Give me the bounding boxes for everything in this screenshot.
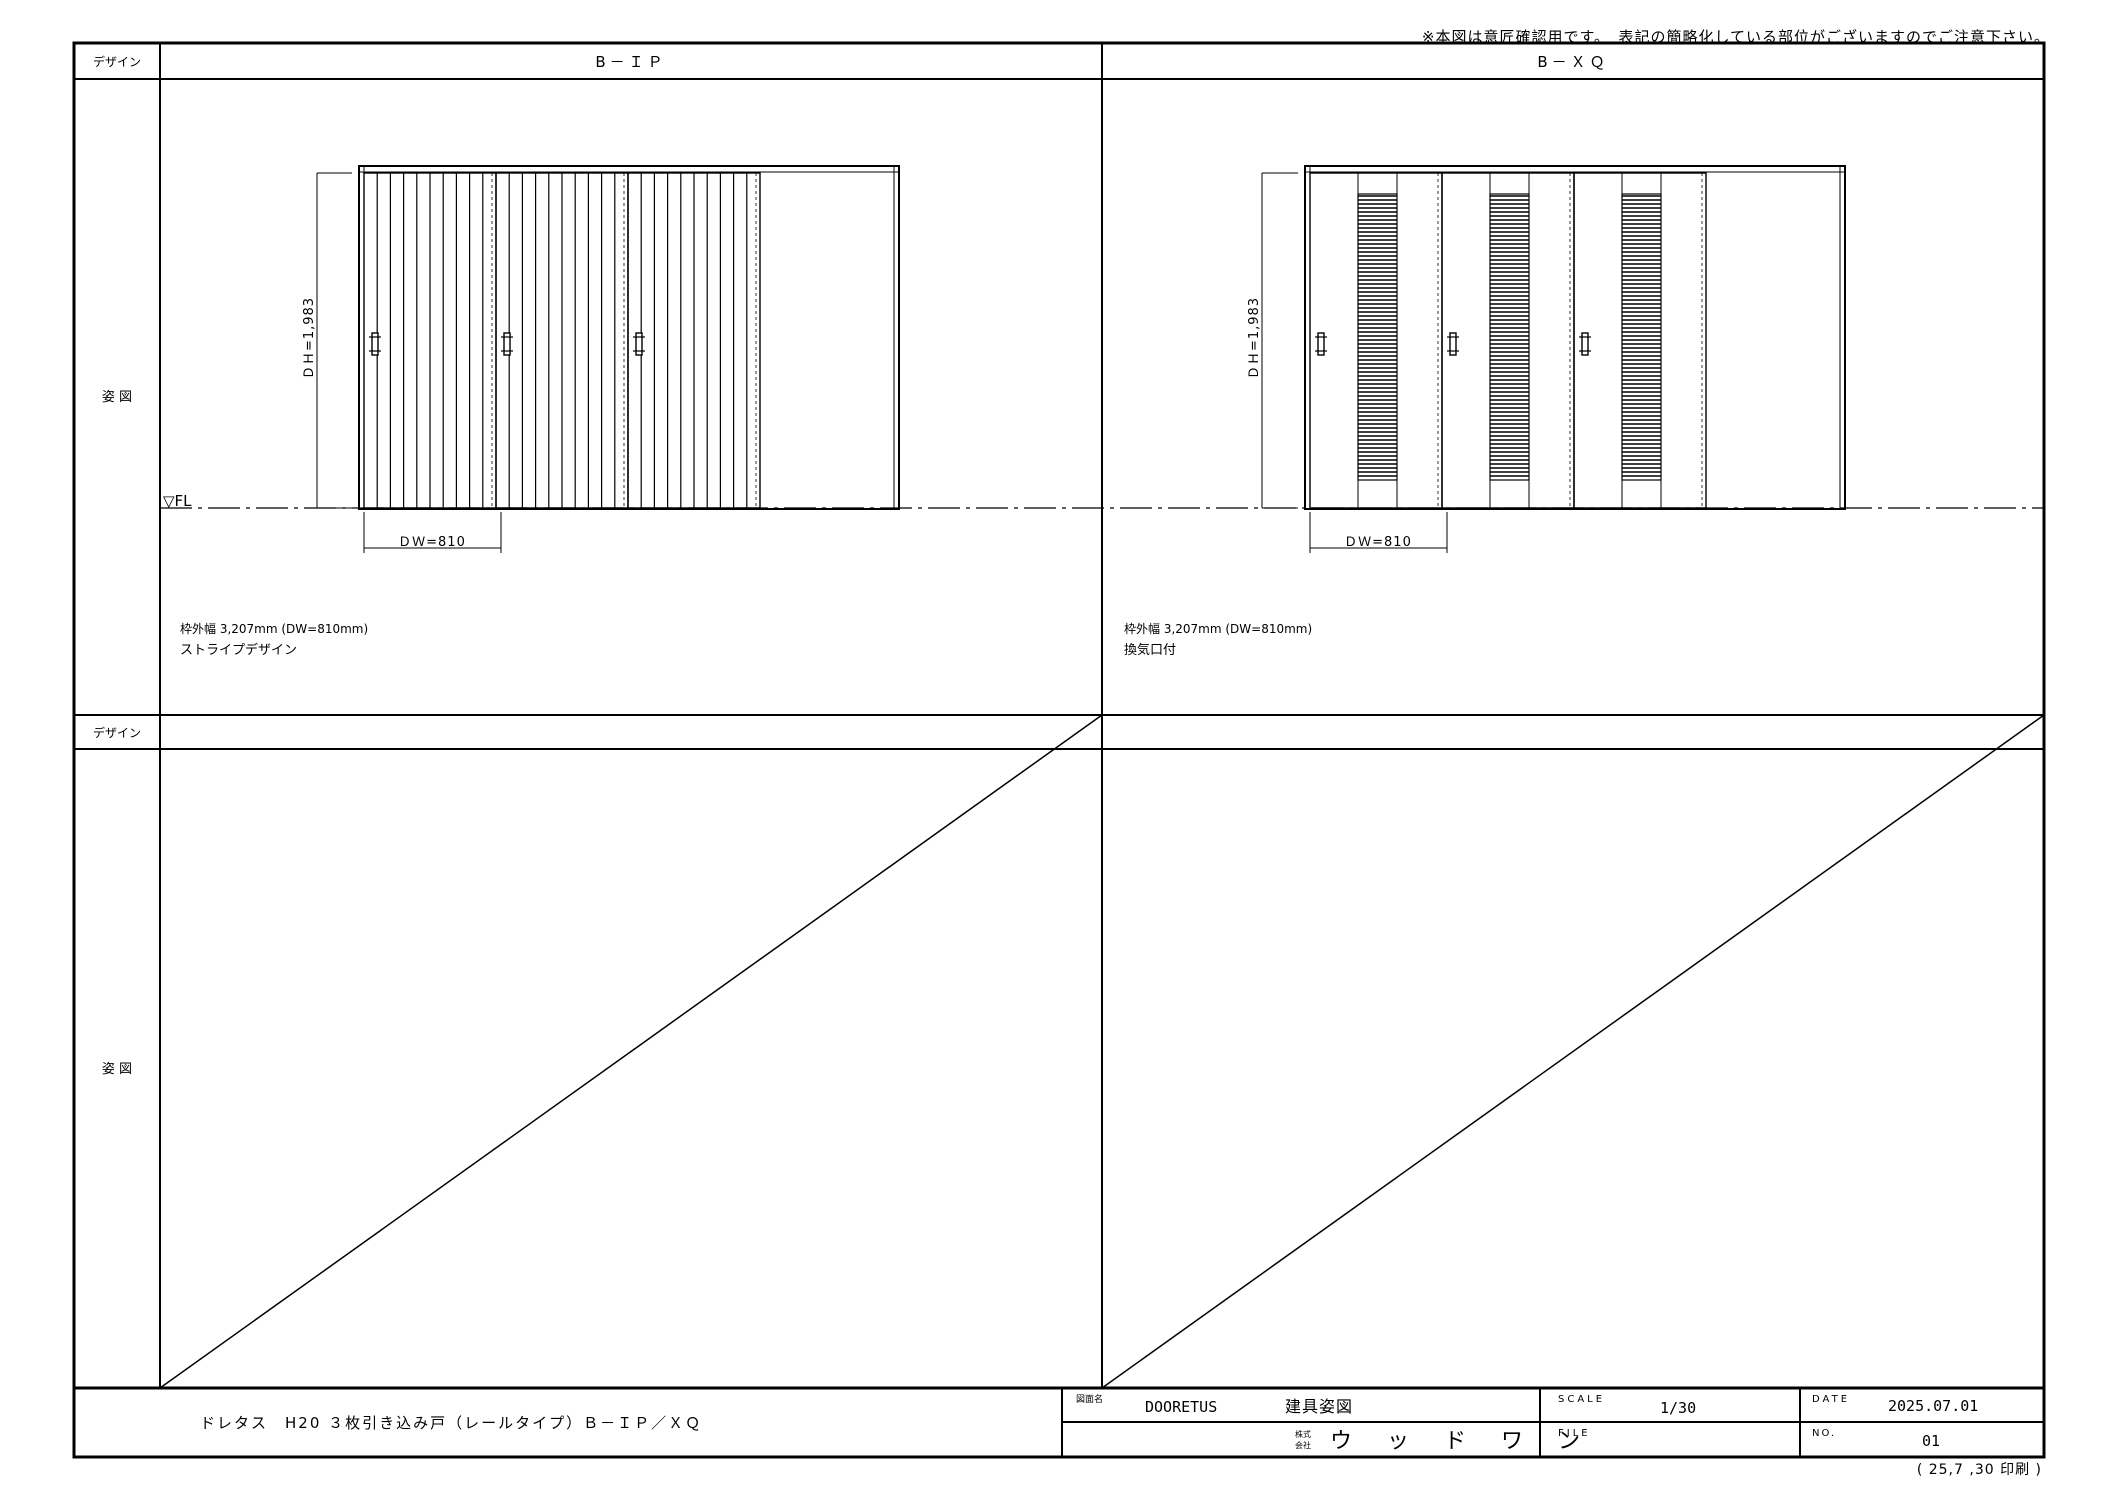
file-label: FILE [1558,1428,1591,1439]
door-leaf [495,172,629,509]
title-block [1061,1388,2044,1457]
product-title: ドレタス H20 ３枚引き込み戸（レールタイプ）Ｂ－ＩＰ／ＸＱ [200,1414,702,1432]
design-label-row2: デザイン [93,725,141,740]
door-handle-icon [633,332,645,356]
date-value: 2025.07.01 [1888,1397,1978,1415]
date-label: DATE [1812,1394,1850,1405]
door-handle-icon [369,332,381,356]
no-label: NO. [1812,1428,1836,1439]
ventilation-louver [1621,193,1662,481]
spec-width-bxq: 枠外幅 3,207mm (DW=810mm) [1124,621,1312,636]
drawing-name-value: DOORETUS [1145,1398,1217,1416]
design-label-row1: デザイン [93,54,141,69]
drawing-name-label: 図面名 [1076,1393,1103,1405]
door-leaf [627,172,761,509]
spec-design-bxq: 換気口付 [1124,642,1176,658]
company-prefix-bottom: 会社 [1295,1440,1311,1450]
print-note: ( 25,7 ,30 印刷 ) [1917,1462,2042,1478]
floor-level-label: ▽FL [163,492,192,510]
ventilation-louver [1357,193,1398,481]
empty-panel-diagonal-left [159,714,1103,1389]
figure-label-row1: 姿 図 [102,389,132,405]
scale-label: SCALE [1558,1394,1605,1405]
door-elevation-bxq [1261,165,1846,553]
spec-width-bip: 枠外幅 3,207mm (DW=810mm) [180,621,368,636]
door-leaf [1573,172,1707,509]
dim-width-bxq: ＤＷ=810 [1344,535,1412,550]
dim-height-bxq: ＤＨ=1,983 [1247,297,1262,379]
design-code-bip: B－ＩＰ [595,53,666,71]
door-handle-icon [501,332,513,356]
scale-value: 1/30 [1660,1399,1696,1417]
design-code-bxq: B－ＸＱ [1537,53,1608,71]
grid-lines [74,43,2044,1390]
no-value: 01 [1922,1432,1940,1450]
door-leaf [1441,172,1575,509]
door-handle-icon [1579,332,1591,356]
door-elevation-bip [316,165,900,553]
door-handle-icon [1447,332,1459,356]
door-leaf [363,172,497,509]
drawing-name-desc: 建具姿図 [1285,1397,1353,1416]
door-handle-icon [1315,332,1327,356]
company-prefix-top: 株式 [1295,1429,1311,1439]
door-leaf [1309,172,1443,509]
figure-label-row2: 姿 図 [102,1061,132,1077]
dim-width-bip: ＤＷ=810 [398,535,466,550]
spec-design-bip: ストライプデザイン [180,642,297,658]
dim-height-bip: ＤＨ=1,983 [302,297,317,379]
empty-panel-diagonal-right [1101,714,2045,1389]
ventilation-louver [1489,193,1530,481]
company-name: ウ ッ ド ワ ン [1330,1429,1594,1454]
